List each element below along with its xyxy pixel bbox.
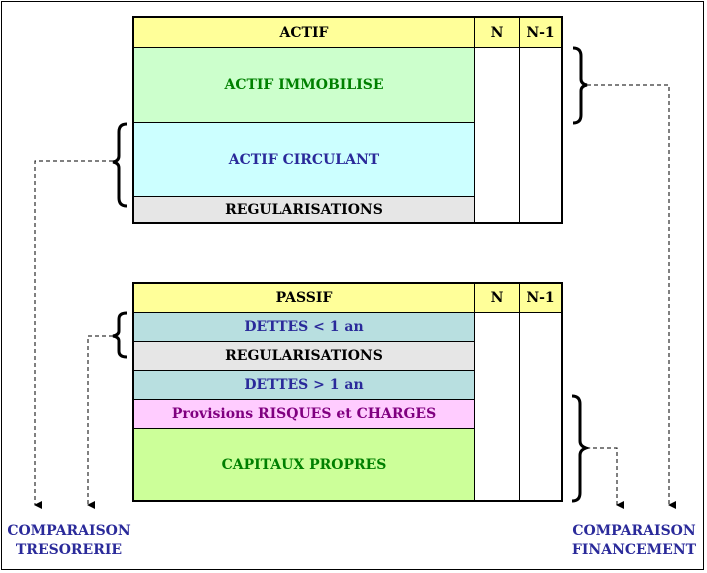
passif-row-dettes-court: DETTES < 1 an: [134, 313, 474, 341]
label-financement-line2: FINANCEMENT: [571, 542, 697, 558]
actif-row-circulant: ACTIF CIRCULANT: [134, 123, 474, 196]
passif-table: PASSIF N N-1 DETTES < 1 an REGULARISATIO…: [132, 282, 563, 502]
label-comparaison-tresorerie: COMPARAISON TRESORERIE: [2, 522, 136, 560]
passif-col-n1: N-1: [520, 284, 561, 312]
actif-row-immobilise: ACTIF IMMOBILISE: [134, 48, 474, 122]
passif-row-provisions: Provisions RISQUES et CHARGES: [134, 400, 474, 428]
passif-row-dettes-long: DETTES > 1 an: [134, 371, 474, 399]
actif-col-n1: N-1: [520, 18, 561, 47]
actif-header: ACTIF: [134, 18, 474, 47]
label-comparaison-financement: COMPARAISON FINANCEMENT: [566, 522, 702, 560]
label-tresorerie-line1: COMPARAISON: [7, 523, 131, 539]
label-financement-line1: COMPARAISON: [572, 523, 696, 539]
actif-col-n: N: [475, 18, 519, 47]
label-tresorerie-line2: TRESORERIE: [15, 542, 123, 558]
passif-row-regularisations: REGULARISATIONS: [134, 342, 474, 370]
passif-header: PASSIF: [134, 284, 474, 312]
passif-row-capitaux-propres: CAPITAUX PROPRES: [134, 429, 474, 500]
actif-row-regularisations: REGULARISATIONS: [134, 197, 474, 222]
passif-col-n: N: [475, 284, 519, 312]
actif-table: ACTIF N N-1 ACTIF IMMOBILISE ACTIF CIRCU…: [132, 16, 563, 224]
